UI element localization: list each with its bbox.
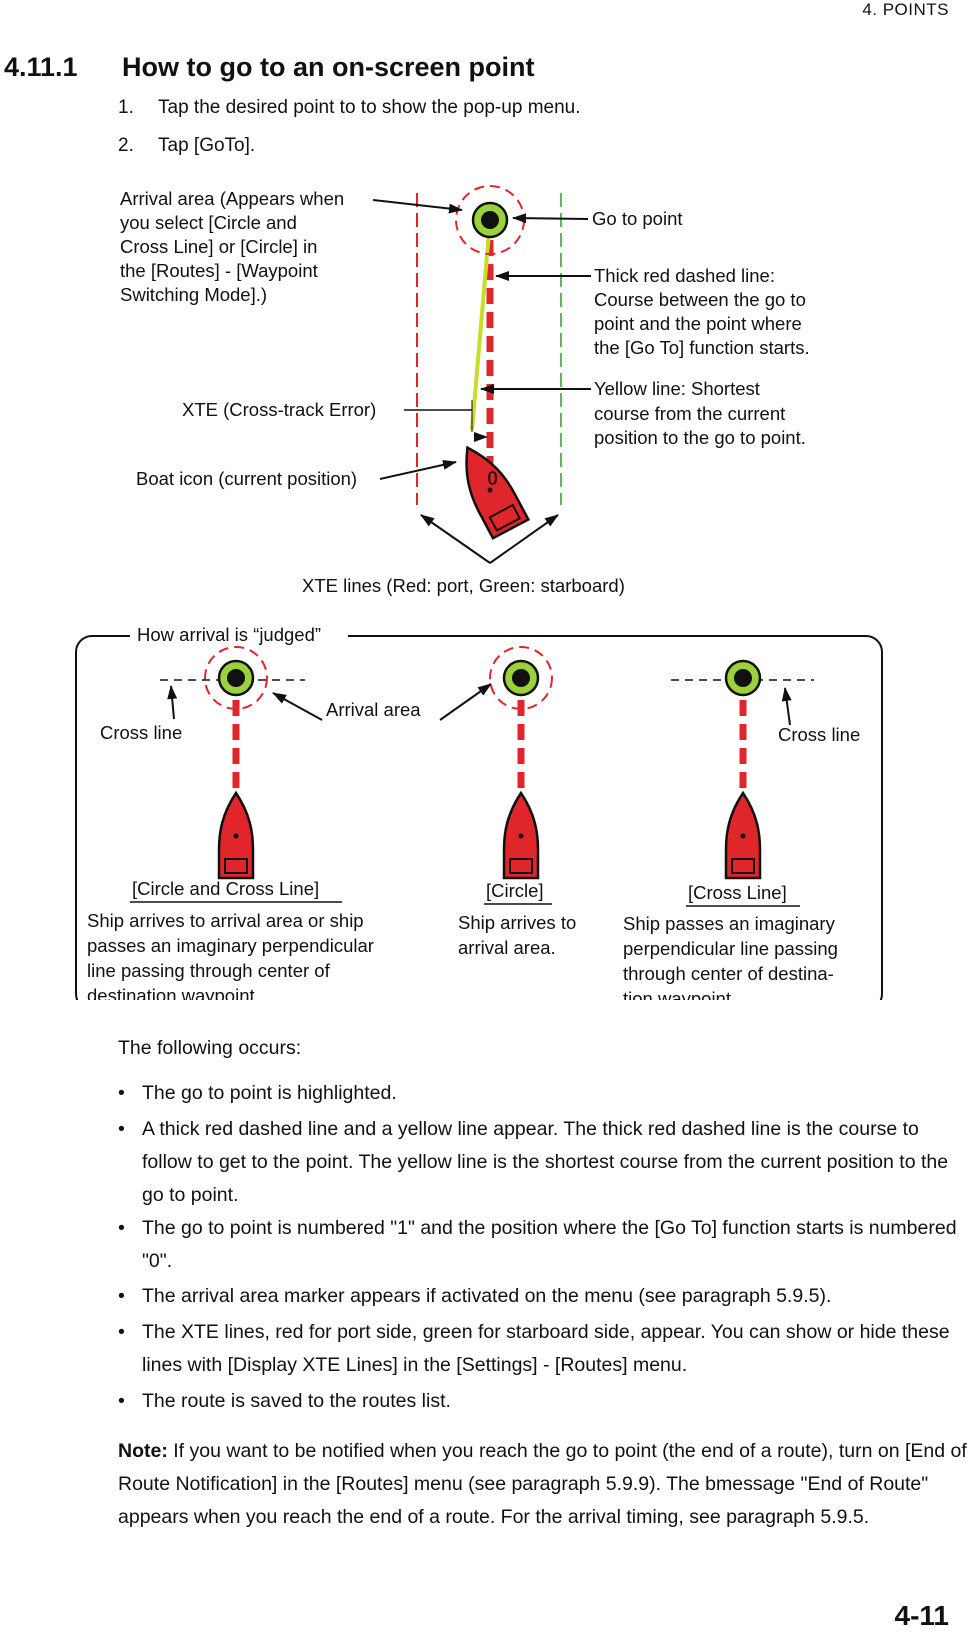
step-number: 2. bbox=[118, 135, 134, 156]
col1-text: passes an imaginary perpendicular bbox=[87, 935, 374, 956]
col3-heading: [Cross Line] bbox=[688, 882, 787, 903]
thick-red-line-label: Course between the go to bbox=[594, 289, 806, 310]
xte-label: XTE (Cross-track Error) bbox=[182, 399, 376, 420]
waypoint-center bbox=[227, 669, 245, 687]
step-1: 1. Tap the desired point to to show the p… bbox=[118, 97, 581, 119]
yellow-line-label: Yellow line: Shortest bbox=[594, 378, 760, 399]
col1-text: destination waypoint. bbox=[87, 985, 260, 1000]
go-to-point-arrow bbox=[512, 213, 589, 224]
xte-lines-arrow bbox=[489, 514, 559, 564]
bullet-item: •The route is saved to the routes list. bbox=[118, 1385, 968, 1418]
bullet-dot: • bbox=[118, 1118, 125, 1140]
shortest-course-line bbox=[470, 231, 491, 431]
boat-icon-label: Boat icon (current position) bbox=[136, 468, 357, 489]
col1-heading: [Circle and Cross Line] bbox=[132, 878, 319, 899]
col3-text: Ship passes an imaginary bbox=[623, 913, 836, 934]
section-title: How to go to an on-screen point bbox=[122, 52, 535, 82]
bullet-dot: • bbox=[118, 1285, 125, 1307]
page-number: 4-11 bbox=[894, 1600, 950, 1631]
arrival-judged-title: How arrival is “judged” bbox=[137, 624, 321, 645]
following-intro: The following occurs: bbox=[118, 1037, 302, 1059]
boat-number: 0 bbox=[487, 468, 498, 490]
section-number: 4.11.1 bbox=[4, 52, 78, 82]
thick-red-line-label: the [Go To] function starts. bbox=[594, 337, 810, 358]
col2-text: arrival area. bbox=[458, 937, 556, 958]
bullet-dot: • bbox=[118, 1082, 125, 1104]
arrival-area-arrow bbox=[372, 199, 463, 214]
yellow-line-label: course from the current bbox=[594, 403, 785, 424]
yellow-line-label: position to the go to point. bbox=[594, 427, 806, 448]
bullet-dot: • bbox=[118, 1217, 125, 1239]
go-to-point-center bbox=[481, 211, 499, 229]
arrival-area-arrow-left bbox=[272, 692, 323, 721]
col1-text: Ship arrives to arrival area or ship bbox=[87, 910, 364, 931]
arrival-area-label: you select [Circle and bbox=[120, 212, 297, 233]
go-to-point-label: Go to point bbox=[592, 208, 683, 229]
arrival-area-arrow-right bbox=[439, 683, 492, 721]
col3-text: perpendicular line passing bbox=[623, 938, 838, 959]
xte-lines-arrow bbox=[420, 514, 491, 564]
thick-red-line-label: Thick red dashed line: bbox=[594, 265, 775, 286]
arrival-area-label: Switching Mode].) bbox=[120, 284, 267, 305]
box-title-bg bbox=[130, 624, 348, 648]
arrival-area-circle bbox=[204, 646, 268, 710]
step-2: 2. Tap [GoTo]. bbox=[118, 135, 255, 157]
thick-red-line-label: point and the point where bbox=[594, 313, 802, 334]
col2-text: Ship arrives to bbox=[458, 912, 576, 933]
boat-icon bbox=[217, 790, 255, 880]
cross-line-arrow-right bbox=[781, 687, 792, 726]
col2-heading: [Circle] bbox=[486, 880, 544, 901]
col1-text: line passing through center of bbox=[87, 960, 331, 981]
step-number: 1. bbox=[118, 97, 134, 118]
boat-icon-arrow bbox=[379, 459, 457, 480]
note-paragraph: Note: If you want to be notified when yo… bbox=[118, 1435, 970, 1534]
boat-icon bbox=[502, 790, 540, 880]
col3-text: tion waypoint. bbox=[623, 988, 736, 1000]
arrival-area-label: Arrival area (Appears when bbox=[120, 188, 344, 209]
bullet-item: •The arrival area marker appears if acti… bbox=[118, 1280, 968, 1313]
bullet-item: •The go to point is highlighted. bbox=[118, 1077, 968, 1110]
bullet-item: •The XTE lines, red for port side, green… bbox=[118, 1316, 968, 1382]
boat-icon[interactable] bbox=[450, 438, 531, 540]
arrival-judged-box bbox=[75, 635, 883, 1000]
col3-text: through center of destina- bbox=[623, 963, 834, 984]
step-text: Tap the desired point to to show the pop… bbox=[158, 97, 581, 118]
bullet-dot: • bbox=[118, 1321, 125, 1343]
boat-icon bbox=[724, 790, 762, 880]
bullet-dot: • bbox=[118, 1390, 125, 1412]
bullet-item: • A thick red dashed line and a yellow l… bbox=[118, 1113, 968, 1212]
arrival-area-label: Arrival area bbox=[326, 699, 421, 720]
note-label: Note: bbox=[118, 1440, 168, 1462]
note-text: If you want to be notified when you reac… bbox=[118, 1440, 967, 1528]
bullet-item: •The go to point is numbered "1" and the… bbox=[118, 1212, 968, 1278]
go-to-point-diagram: 0 Arrival area (Appears when you select … bbox=[75, 185, 883, 1000]
waypoint-center bbox=[512, 669, 530, 687]
chapter-header: 4. POINTS bbox=[862, 0, 949, 19]
arrival-area-label: the [Routes] - [Waypoint bbox=[120, 260, 318, 281]
arrival-area-label: Cross Line] or [Circle] in bbox=[120, 236, 317, 257]
cross-line-label-right: Cross line bbox=[778, 724, 860, 745]
cross-line-label-left: Cross line bbox=[100, 722, 182, 743]
arrival-area-circle bbox=[489, 646, 553, 710]
step-text: Tap [GoTo]. bbox=[158, 135, 256, 156]
waypoint-center bbox=[734, 669, 752, 687]
section-heading: 4.11.1 How to go to an on-screen point bbox=[4, 52, 534, 83]
cross-line-arrow-left bbox=[167, 685, 178, 720]
xte-lines-label: XTE lines (Red: port, Green: starboard) bbox=[302, 575, 625, 596]
